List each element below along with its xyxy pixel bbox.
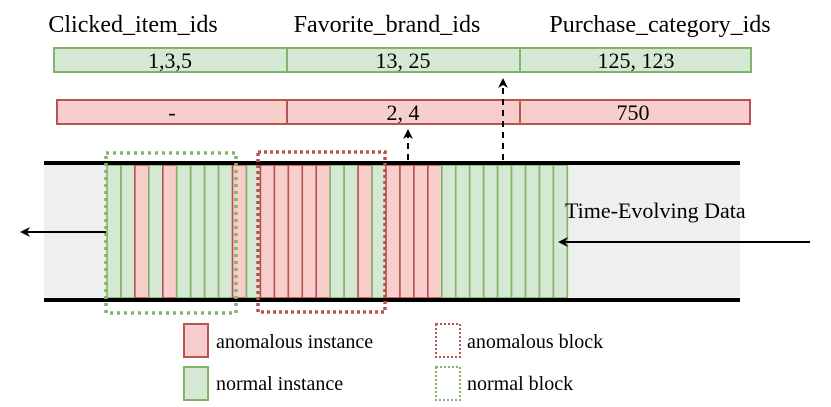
normal-instance [106,164,122,299]
anomalous-instance [357,164,373,299]
normal-instance [329,164,345,299]
anomalous-block-outline [256,150,387,314]
normal-instance [524,164,541,299]
normal-instance [552,164,569,299]
anomalous-instance [301,164,318,299]
normal-record-value-2: 13, 25 [376,48,431,73]
legend-normal-instance-label: normal instance [216,373,343,395]
normal-instance [120,164,136,299]
legend-normal-block-swatch [435,366,461,401]
legend-anomalous-instance-label: anomalous instance [216,331,373,353]
normal-instance [538,164,555,299]
header-purchase-category-ids: Purchase_category_ids [549,12,770,38]
normal-instance [496,164,513,299]
normal-instance [175,164,192,299]
anomalous-instance [413,164,429,299]
normal-instance [482,164,499,299]
anomalous-instance [134,164,150,299]
anomalous-record-cell-3 [519,99,751,125]
normal-instance [217,164,234,299]
anomalous-record-value-3: 750 [617,100,650,125]
normal-instance [343,164,359,299]
anomalous-instance [385,164,401,299]
normal-record-value-3: 125, 123 [598,48,675,73]
normal-record-value-1: 1,3,5 [148,48,192,73]
stream-label: Time-Evolving Data [565,198,746,223]
legend: anomalous instance normal instance anoma… [183,323,603,401]
anomalous-instance [273,164,290,299]
normal-instance [148,164,164,299]
normal-instance [510,164,527,299]
normal-record-cell-3 [519,47,752,73]
anomalous-record-value-1: - [168,100,175,125]
anomalous-instance [162,164,178,299]
legend-anomalous-instance-swatch [183,323,209,358]
normal-record-cell-1 [53,47,288,73]
normal-record-cell-2 [286,47,521,73]
normal-instance [440,164,457,299]
header-favorite-brand-ids: Favorite_brand_ids [294,12,481,38]
anomalous-instance [399,164,415,299]
instance-strip [106,164,569,299]
normal-record-row: 1,3,5 13, 25 125, 123 [53,47,752,73]
anomalous-record-row: - 2, 4 750 [56,99,751,125]
legend-anomalous-block-swatch [435,323,461,358]
header-clicked-item-ids: Clicked_item_ids [48,12,217,38]
anomalous-instance [259,164,276,299]
normal-instance [468,164,485,299]
legend-anomalous-block-label: anomalous block [467,331,603,353]
normal-instance [454,164,471,299]
anomalous-instance [315,164,331,299]
anomalous-instance [427,164,443,299]
normal-instance [203,164,220,299]
legend-normal-instance-swatch [183,366,209,401]
legend-normal-block-label: normal block [467,373,573,395]
anomalous-record-cell-2 [286,99,521,125]
anomalous-instance [287,164,304,299]
anomalous-record-value-2: 2, 4 [387,100,420,125]
normal-instance [189,164,206,299]
